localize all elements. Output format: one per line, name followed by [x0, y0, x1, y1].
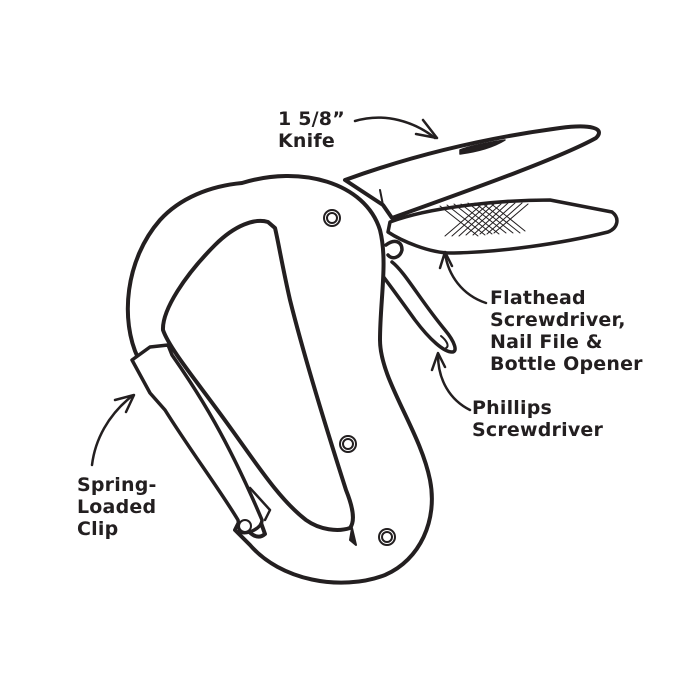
- label-phillips: Phillips Screwdriver: [472, 397, 603, 441]
- label-clip: Spring- Loaded Clip: [77, 474, 157, 540]
- label-knife-line-2: Knife: [278, 130, 335, 152]
- pointer-arrows: [90, 116, 488, 467]
- arrow-flathead: [443, 251, 488, 305]
- phillips-screwdriver: [380, 239, 457, 354]
- arrow-knife: [353, 116, 437, 140]
- label-clip-line-1: Spring-: [77, 474, 157, 496]
- gate-pin: [238, 519, 252, 533]
- label-flathead-line-2: Screwdriver,: [490, 309, 626, 331]
- label-flathead-line-3: Nail File &: [490, 331, 603, 353]
- label-knife: 1 5/8” Knife: [278, 108, 345, 152]
- arrow-phillips: [436, 353, 472, 412]
- rivets: [238, 209, 396, 546]
- label-clip-line-2: Loaded: [77, 496, 157, 518]
- nail-file: [386, 198, 619, 255]
- label-flathead-line-4: Bottle Opener: [490, 353, 643, 375]
- knife-blade: [343, 124, 601, 220]
- label-phillips-line-1: Phillips: [472, 397, 553, 419]
- file-texture: [439, 201, 529, 237]
- carabiner-body: [125, 174, 434, 585]
- label-flathead: Flathead Screwdriver, Nail File & Bottle…: [490, 287, 643, 375]
- label-phillips-line-2: Screwdriver: [472, 419, 604, 441]
- label-flathead-line-1: Flathead: [490, 287, 586, 309]
- arrow-clip: [90, 394, 134, 467]
- label-knife-line-1: 1 5/8”: [278, 108, 345, 130]
- label-clip-line-3: Clip: [77, 518, 119, 540]
